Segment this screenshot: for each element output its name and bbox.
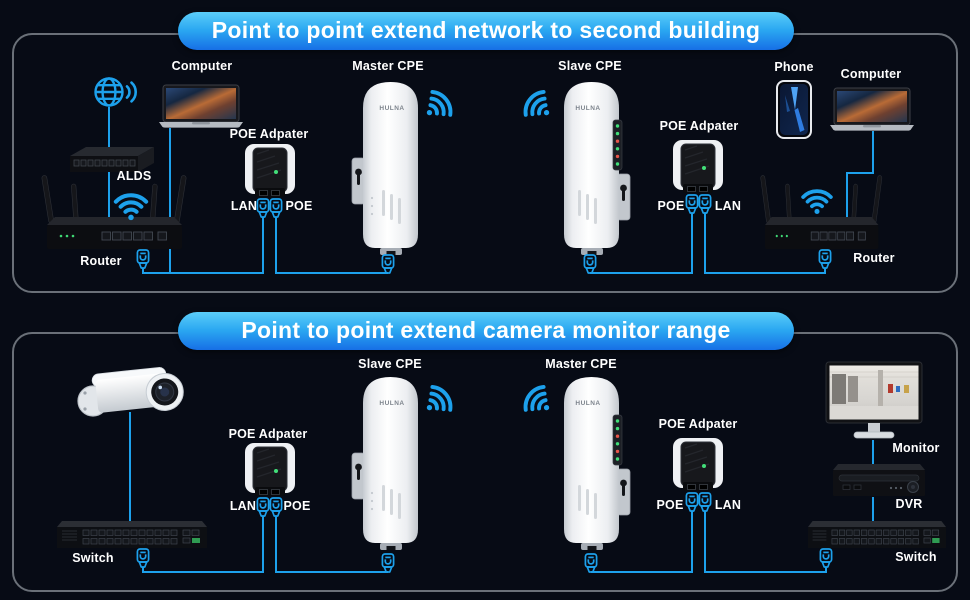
internet-globe-icon [94,77,138,107]
ethernet-plug-icon [136,548,150,568]
ethernet-plug-icon [818,249,832,269]
label-poe-adapter-tl: POE Adpater [229,127,309,141]
ethernet-plug-icon [269,497,283,517]
label-poe-adapter-tr: POE Adpater [659,119,739,133]
cable-computer-right [846,131,874,222]
cable-poe-slavecpe2 [275,516,388,573]
label-poe-tr: POE [657,199,685,213]
label-lan-tl: LAN [230,199,258,213]
computer-right-image [829,87,915,132]
label-lan-br: LAN [714,498,742,512]
ethernet-plug-icon [256,497,270,517]
security-camera-device [77,364,186,419]
switch-right-device [807,520,947,549]
cable-router-lan-left [142,217,264,274]
label-master-cpe-b: Master CPE [545,357,617,371]
label-master-cpe: Master CPE [352,59,424,73]
label-switch-right: Switch [895,550,937,564]
label-computer-right: Computer [840,67,902,81]
poe-adapter-top-right-device [672,139,724,194]
label-poe-tl: POE [285,199,313,213]
wifi-signal-left-icon [518,381,560,423]
wifi-signal-left-icon [518,86,560,128]
ethernet-plug-icon [819,548,833,568]
ethernet-plug-icon [381,553,395,573]
label-phone: Phone [774,60,814,74]
label-dvr: DVR [895,497,923,511]
cpe-brand-label: HULNA [379,400,405,407]
ethernet-plug-icon [685,194,699,214]
wifi-icon [801,189,833,216]
cable-lan-switch-right2 [704,511,827,573]
cpe-brand-label: HULNA [575,105,601,112]
wifi-signal-right-icon [416,86,458,128]
label-poe-adapter-bl: POE Adpater [228,427,308,441]
ethernet-plug-icon [698,194,712,214]
label-poe-bl: POE [283,499,311,513]
label-lan-tr: LAN [714,199,742,213]
label-computer-left: Computer [171,59,233,73]
label-switch-left: Switch [72,551,114,565]
cable-poe-mastercpe [275,217,388,274]
ethernet-plug-icon [685,492,699,512]
label-slave-cpe: Slave CPE [558,59,622,73]
ethernet-plug-icon [583,254,597,274]
computer-left-image [158,84,244,129]
phone-image [776,80,812,139]
cable-slavecpe-poe [590,213,693,274]
label-poe-br: POE [656,498,684,512]
monitor-device [825,361,923,439]
poe-adapter-bottom-right-device [672,437,724,492]
cpe-brand-label: HULNA [379,105,405,112]
ethernet-plug-icon [269,198,283,218]
poe-adapter-top-left-device [244,143,296,198]
wifi-icon [116,195,146,220]
panel-top-title: Point to point extend network to second … [178,12,794,50]
ethernet-plug-icon [698,492,712,512]
ethernet-plug-icon [584,553,598,573]
router-right-device [759,174,883,250]
label-monitor: Monitor [892,441,940,455]
label-router-left: Router [80,254,122,268]
label-alds: ALDS [116,169,152,183]
ethernet-plug-icon [381,254,395,274]
ethernet-plug-icon [256,198,270,218]
label-poe-adapter-br: POE Adpater [658,417,738,431]
ethernet-plug-icon [136,249,150,269]
label-router-right: Router [853,251,895,265]
panel-bottom-title: Point to point extend camera monitor ran… [178,312,794,350]
router-left-device [41,174,187,250]
ethernet-plugs [136,194,833,573]
label-slave-cpe-b: Slave CPE [358,357,422,371]
label-lan-bl: LAN [229,499,257,513]
cable-switch-lan-left2 [142,516,264,573]
switch-left-device [56,520,208,549]
dvr-device [832,463,926,497]
wifi-signal-right-icon [416,381,458,423]
cable-mastercpe-poe2 [591,511,693,573]
cable-lan-router-right [704,213,826,274]
poe-adapter-bottom-left-device [244,442,296,497]
cpe-brand-label: HULNA [575,400,601,407]
